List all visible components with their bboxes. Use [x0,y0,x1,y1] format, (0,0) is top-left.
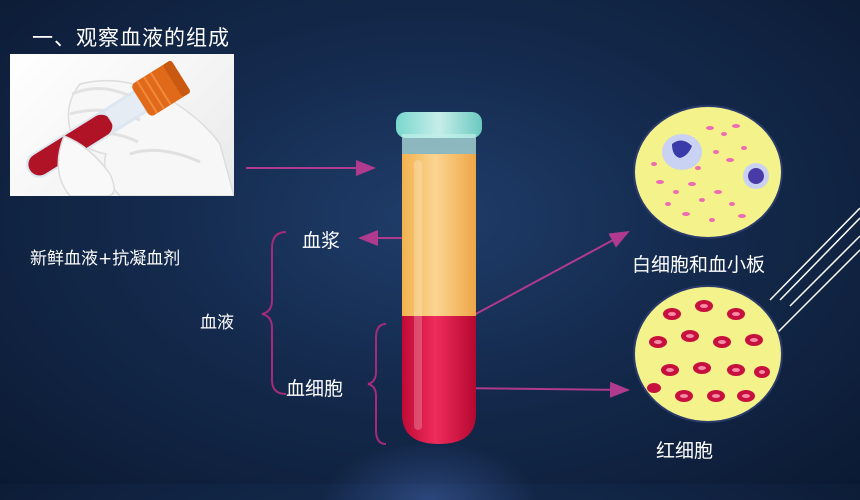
blood-label: 血液 [200,313,234,333]
arrows-layer [246,160,860,445]
plasma-label: 血浆 [302,230,341,252]
blood-bracket [261,231,287,395]
deco-line-2 [779,217,860,301]
cells-bracket [367,323,387,445]
fresh-blood-label: 新鲜血液+抗凝血剂 [30,249,181,269]
rbc-label: 红细胞 [656,440,714,462]
deco-line-3 [789,235,860,307]
blood-cells-label: 血细胞 [286,378,344,400]
wbc-platelets-label: 白细胞和血小板 [632,254,766,276]
blood-sample-tube-photo-icon [26,60,234,196]
bottom-glow [320,440,540,500]
test-tube-diagram-icon [396,112,482,444]
wbc-arrow [445,231,630,331]
deco-line-4 [775,249,860,335]
red-blood-cell-microscope-icon [633,285,783,423]
blood-sample-photo [10,54,234,196]
slide-title: 一、观察血液的组成 [32,26,230,50]
deco-line-1 [769,207,860,301]
white-blood-cell-microscope-icon [633,105,783,239]
rbc-arrow [451,381,630,398]
